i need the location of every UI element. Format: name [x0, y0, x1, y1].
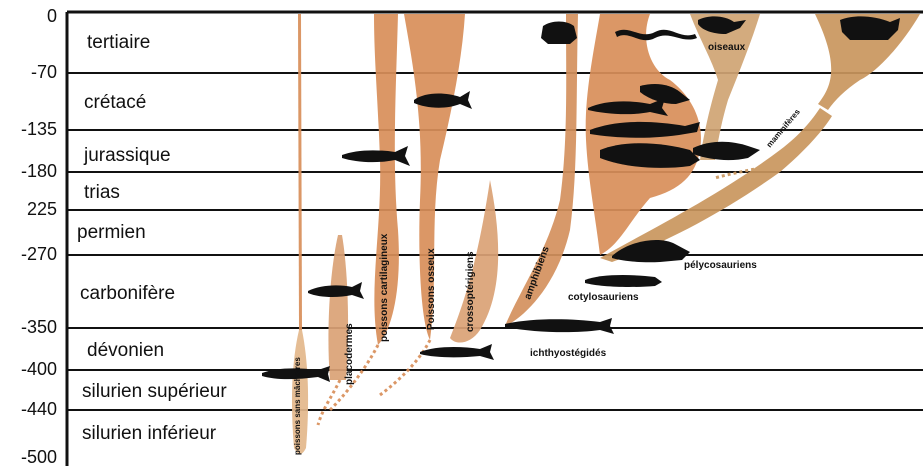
period-name: silurien supérieur — [82, 381, 227, 402]
label-pelycosaurs: pélycosauriens — [684, 260, 757, 271]
svg-text:Poissons osseux: Poissons osseux — [426, 248, 437, 330]
svg-text:ichthyostégidés: ichthyostégidés — [530, 348, 607, 359]
svg-text:pélycosauriens: pélycosauriens — [684, 260, 757, 271]
label-cotylosaurs: cotylosauriens — [568, 292, 639, 303]
svg-text:0: 0 — [47, 6, 57, 26]
svg-text:dévonien: dévonien — [87, 340, 164, 361]
age-label: -135 — [21, 119, 57, 139]
svg-text:-270: -270 — [21, 244, 57, 264]
age-label: -70 — [31, 62, 57, 82]
svg-text:tertiaire: tertiaire — [87, 32, 150, 53]
pelycosaur-silhouette — [612, 240, 690, 262]
age-label: 0 — [47, 6, 57, 26]
period-name: trias — [84, 182, 120, 203]
label-bony-fish: Poissons osseux — [426, 248, 437, 330]
svg-text:poissons cartilagineux: poissons cartilagineux — [379, 233, 390, 342]
svg-text:-350: -350 — [21, 317, 57, 337]
label-placoderms: placodermes — [344, 323, 355, 385]
svg-text:225: 225 — [27, 199, 57, 219]
age-label: 225 — [27, 199, 57, 219]
cotylosaur-silhouette — [585, 275, 662, 287]
svg-text:crossoptérigiens: crossoptérigiens — [465, 251, 476, 332]
fish-silhouette-shark — [342, 146, 410, 166]
age-label: -440 — [21, 399, 57, 419]
svg-text:trias: trias — [84, 182, 120, 203]
svg-text:-440: -440 — [21, 399, 57, 419]
period-name: dévonien — [87, 340, 164, 361]
period-name: silurien inférieur — [82, 423, 217, 444]
svg-text:-70: -70 — [31, 62, 57, 82]
age-label: -180 — [21, 161, 57, 181]
svg-text:poissons sans mâchoires: poissons sans mâchoires — [293, 357, 302, 455]
svg-text:-400: -400 — [21, 359, 57, 379]
svg-text:silurien inférieur: silurien inférieur — [82, 423, 217, 444]
svg-text:oiseaux: oiseaux — [708, 42, 746, 53]
branch-jawless — [298, 14, 302, 330]
period-name: carbonifère — [80, 283, 175, 304]
age-labels: 0 -70 -135 -180 225 -270 -350 -400 -440 … — [21, 6, 57, 466]
svg-text:silurien supérieur: silurien supérieur — [82, 381, 227, 402]
label-cartilaginous-fish: poissons cartilagineux — [379, 233, 390, 342]
period-name: tertiaire — [87, 32, 150, 53]
age-label: -400 — [21, 359, 57, 379]
svg-text:crétacé: crétacé — [84, 92, 146, 113]
label-jawless-fish: poissons sans mâchoires — [293, 357, 302, 455]
svg-text:-180: -180 — [21, 161, 57, 181]
period-name: jurassique — [83, 145, 171, 166]
label-ichthyostegids: ichthyostégidés — [530, 348, 607, 359]
period-name: crétacé — [84, 92, 146, 113]
ichthyostega-silhouette — [505, 318, 614, 334]
svg-text:-500: -500 — [21, 447, 57, 466]
label-crossopterygians: crossoptérigiens — [465, 251, 476, 332]
age-label: -350 — [21, 317, 57, 337]
age-label-bottom: -500 — [21, 447, 57, 466]
svg-text:carbonifère: carbonifère — [80, 283, 175, 304]
svg-text:-135: -135 — [21, 119, 57, 139]
svg-text:permien: permien — [77, 222, 146, 243]
frog-silhouette — [541, 22, 577, 45]
svg-text:cotylosauriens: cotylosauriens — [568, 292, 639, 303]
period-name: permien — [77, 222, 146, 243]
svg-text:jurassique: jurassique — [83, 145, 171, 166]
age-label: -270 — [21, 244, 57, 264]
label-birds: oiseaux — [708, 42, 746, 53]
period-names: tertiaire crétacé jurassique trias permi… — [77, 32, 227, 444]
svg-text:placodermes: placodermes — [344, 323, 355, 385]
fish-silhouette-crossopterygian — [420, 344, 494, 360]
branch-amphibians — [505, 14, 578, 326]
